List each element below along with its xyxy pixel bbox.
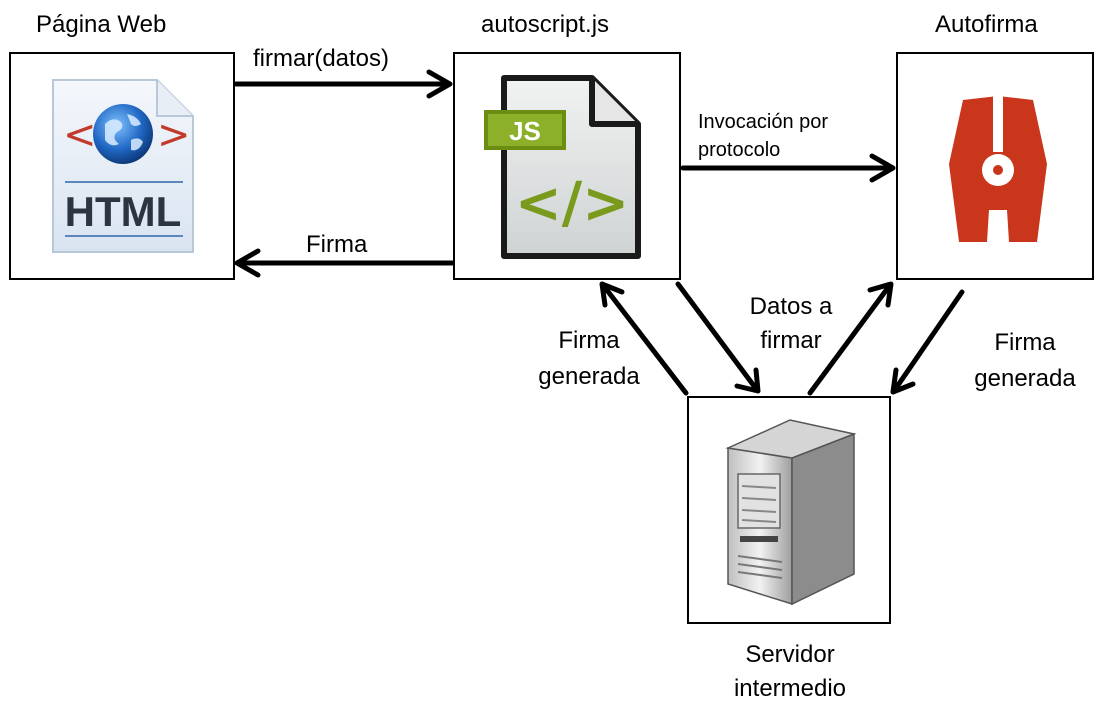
server-tower-icon bbox=[725, 419, 857, 606]
svg-text:JS: JS bbox=[509, 116, 541, 146]
js-file-icon: JS </> bbox=[484, 75, 641, 259]
server-to-autoscript-arrow bbox=[599, 281, 689, 396]
server-title-line2: intermedio bbox=[733, 675, 847, 702]
protocol-label-line2: protocolo bbox=[698, 139, 781, 161]
right-generated-label-line2: generada bbox=[974, 365, 1076, 392]
protocol-invocation-arrow bbox=[680, 153, 896, 183]
server-to-autofirma-arrow bbox=[807, 281, 894, 396]
sign-call-arrow bbox=[233, 69, 453, 99]
web-page-title: Página Web bbox=[36, 11, 167, 38]
svg-text:<: < bbox=[63, 112, 97, 158]
signature-return-arrow bbox=[234, 248, 455, 278]
autofirma-node bbox=[896, 52, 1094, 280]
left-generated-label-line1: Firma bbox=[558, 327, 620, 354]
svg-text:>: > bbox=[157, 112, 191, 158]
autoscript-title: autoscript.js bbox=[481, 11, 610, 38]
server-title-line1: Servidor bbox=[745, 641, 835, 668]
autofirma-to-server-arrow bbox=[890, 289, 965, 395]
html-file-icon: < > HTML bbox=[52, 79, 194, 253]
left-generated-label-line2: generada bbox=[538, 363, 640, 390]
protocol-label-line1: Invocación por bbox=[698, 111, 829, 133]
autoscript-to-server-arrow bbox=[675, 281, 761, 394]
data-to-sign-label-line1: Datos a bbox=[749, 293, 833, 320]
autofirma-pen-logo-icon bbox=[949, 96, 1047, 242]
signature-return-label: Firma bbox=[306, 231, 368, 258]
sign-call-label: firmar(datos) bbox=[253, 45, 390, 72]
svg-text:</>: </> bbox=[515, 171, 629, 236]
data-to-sign-label-line2: firmar bbox=[760, 327, 822, 354]
right-generated-label-line1: Firma bbox=[994, 329, 1056, 356]
svg-text:HTML: HTML bbox=[65, 188, 182, 235]
autofirma-title: Autofirma bbox=[935, 11, 1038, 38]
